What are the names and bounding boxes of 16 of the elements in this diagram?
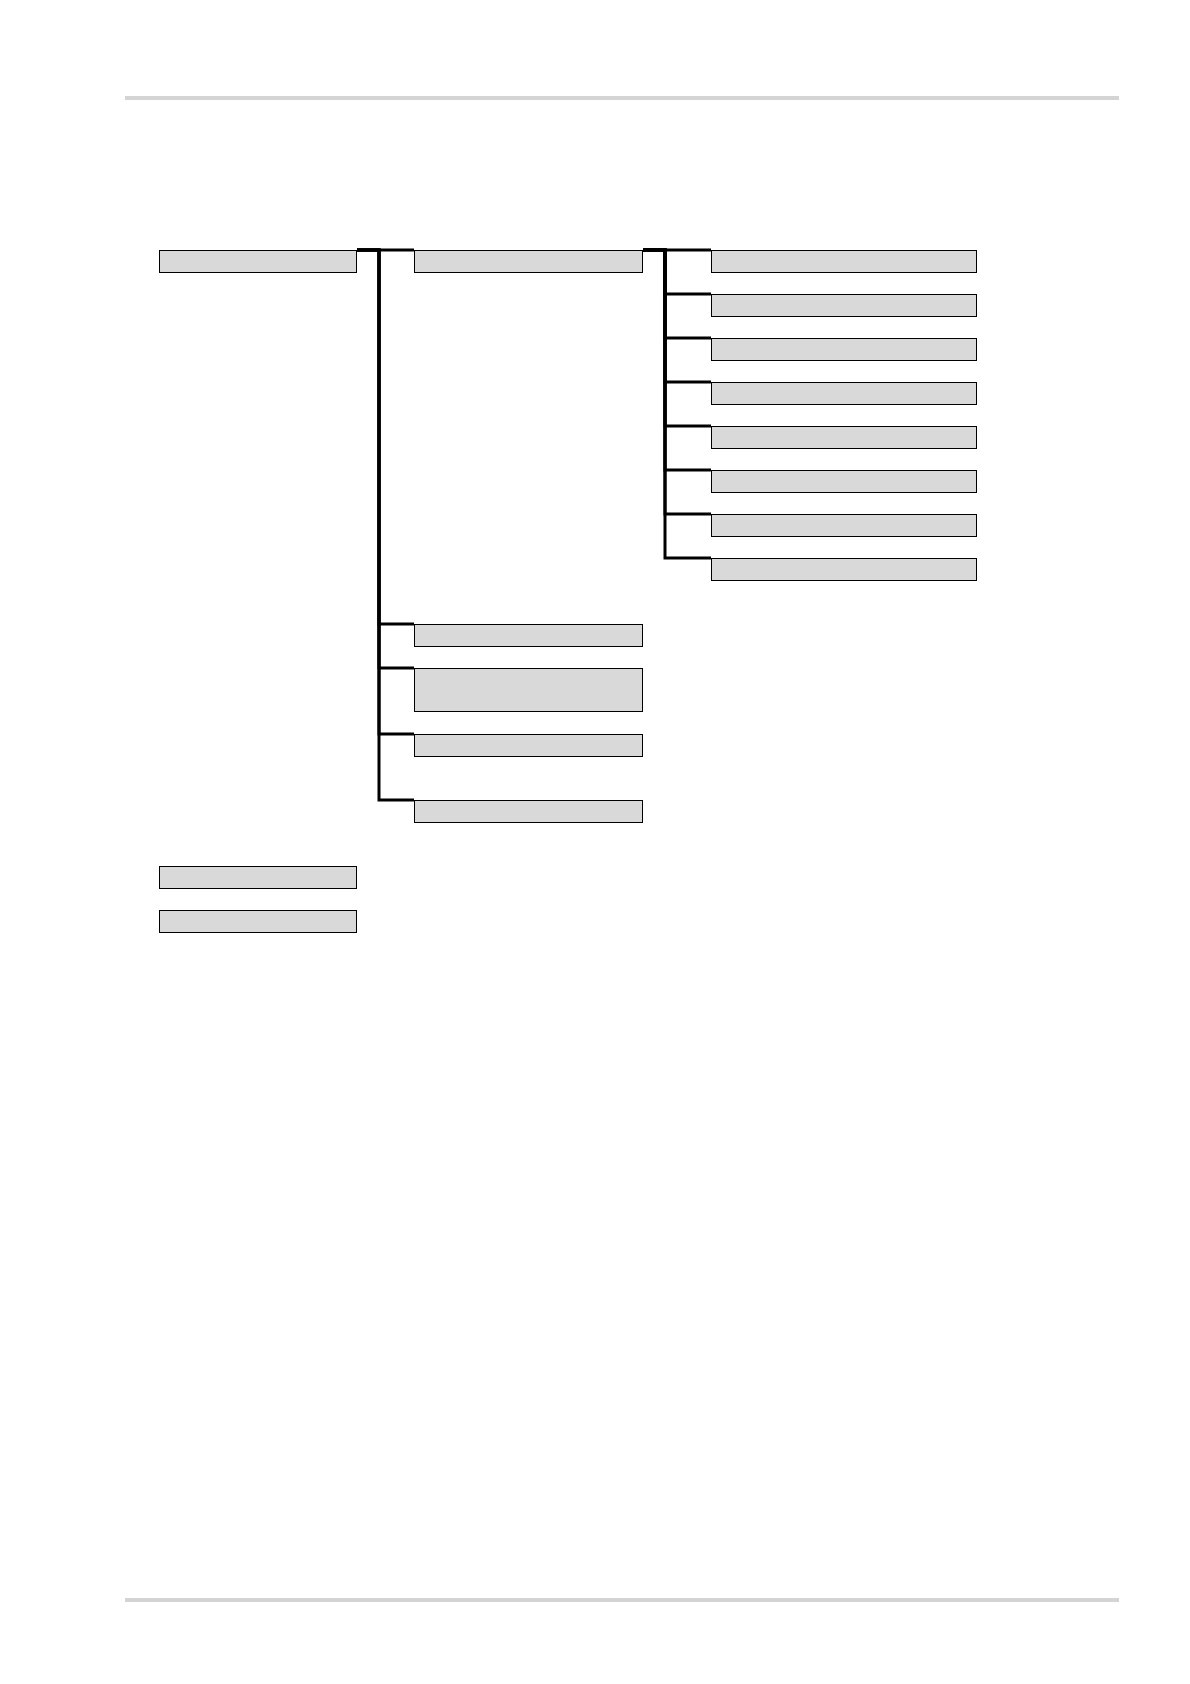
empty-box [711, 382, 977, 405]
empty-box [711, 294, 977, 317]
empty-box [414, 734, 643, 757]
empty-box [711, 470, 977, 493]
empty-box [414, 624, 643, 647]
empty-box [159, 250, 357, 273]
empty-box [414, 250, 643, 273]
empty-box [711, 514, 977, 537]
empty-box [711, 338, 977, 361]
empty-box [414, 668, 643, 712]
empty-box [414, 800, 643, 823]
empty-box [159, 866, 357, 889]
empty-box [711, 558, 977, 581]
empty-box [711, 426, 977, 449]
empty-box [159, 910, 357, 933]
empty-box [711, 250, 977, 273]
